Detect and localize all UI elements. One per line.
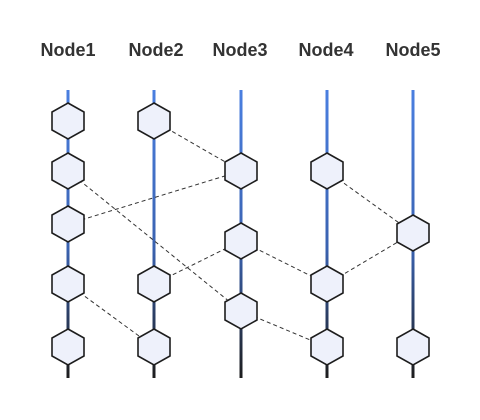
node3-vertex-2 [224,222,258,260]
node4-vertex-2 [310,265,344,303]
link-n1v2-n3v3 [67,170,242,312]
node2-title: Node2 [128,40,183,60]
node2-vertex-1 [137,102,171,140]
node3-title: Node3 [212,40,267,60]
node4-vertex-1 [310,152,344,190]
node1-vertex-1 [51,102,85,140]
node5-vertex-2 [396,328,430,366]
node2-vertex-3 [137,328,171,366]
event-vertices [51,102,430,366]
node2-vertex-2 [137,265,171,303]
node3-vertex-3 [224,292,258,330]
node1-vertex-4 [51,265,85,303]
node5-title: Node5 [385,40,440,60]
link-n1v3-n3v1 [67,170,242,225]
node5-vertex-1 [396,214,430,252]
node1-vertex-3 [51,205,85,243]
node1-vertex-2 [51,152,85,190]
node4-title: Node4 [298,40,353,60]
node1-vertex-5 [51,328,85,366]
node3-vertex-1 [224,152,258,190]
node1-title: Node1 [40,40,95,60]
node4-vertex-3 [310,328,344,366]
